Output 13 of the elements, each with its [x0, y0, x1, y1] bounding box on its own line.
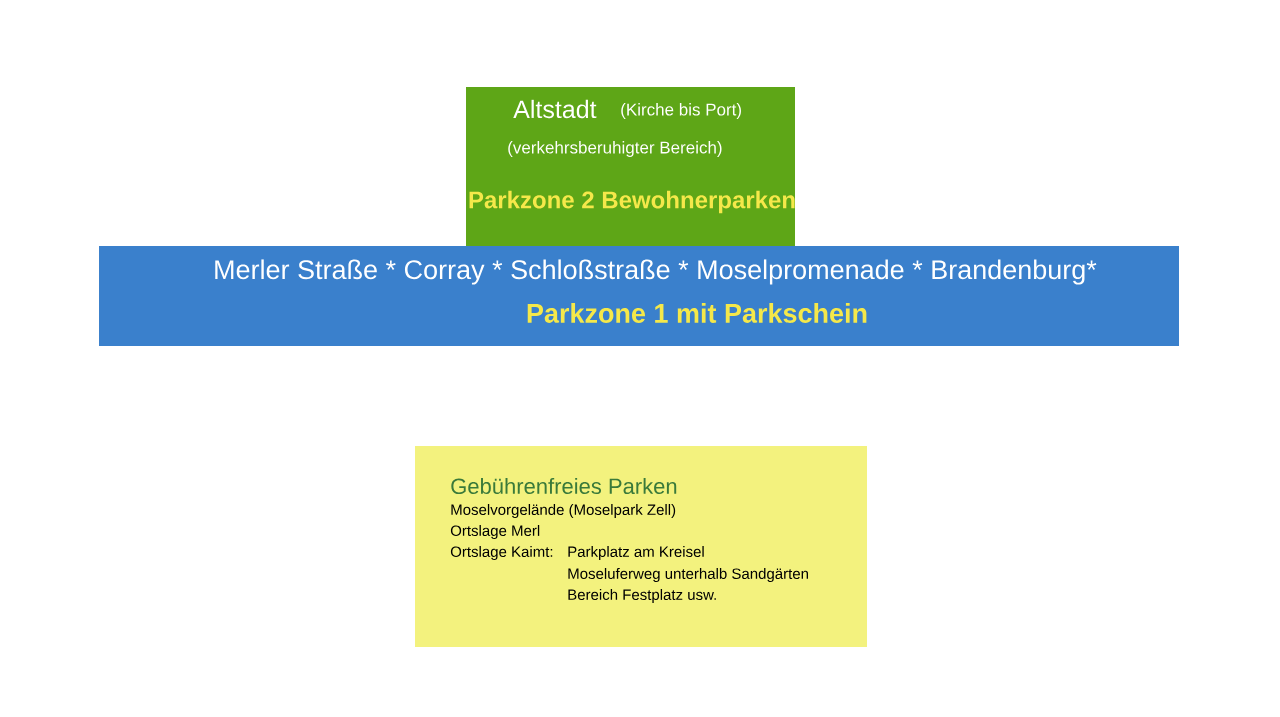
heading: Gebührenfreies Parken: [451, 477, 677, 495]
subheading: (verkehrsberuhigter Bereich): [508, 141, 722, 157]
list-item: Bereich Festplatz usw.: [568, 589, 716, 603]
zone-label: Parkzone 1 mit Parkschein: [527, 303, 867, 323]
list-item: Moselvorgelände (Moselpark Zell): [451, 504, 676, 518]
subheading: (Kirche bis Port): [621, 103, 741, 119]
list-item: Ortslage Merl: [450, 525, 540, 539]
list-item: Ortslage Kaimt:: [450, 546, 553, 560]
street-list: Merler Straße * Corray * Schloßstraße * Moselpromenade * Brandenburg*: [215, 259, 1097, 285]
list-item: Moseluferweg unterhalb Sandgärten: [568, 568, 808, 582]
heading: Altstadt: [513, 99, 597, 119]
list-item: Parkplatz am Kreisel: [568, 546, 704, 560]
zone-label: Parkzone 2 Bewohnerparken: [469, 190, 795, 214]
